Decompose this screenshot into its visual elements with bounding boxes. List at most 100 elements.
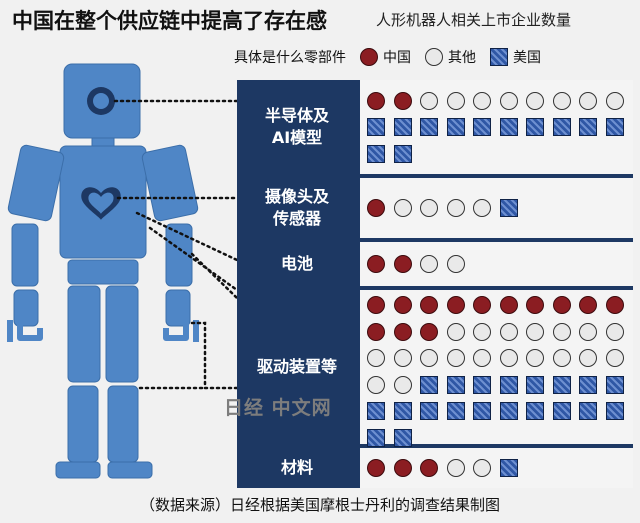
china-company-marker (367, 296, 385, 314)
other-company-marker (393, 349, 412, 367)
robot-right-foot (107, 461, 153, 479)
usa-company-marker (526, 118, 544, 136)
row-markers (360, 448, 633, 488)
robot-right-thigh (105, 285, 139, 383)
table-row: 电池 (237, 242, 633, 286)
usa-company-marker (367, 428, 385, 447)
robot-left-upper-arm (11, 223, 39, 287)
other-company-marker (473, 349, 491, 367)
china-company-marker (526, 296, 544, 314)
other-company-marker (579, 349, 597, 367)
table-row: 摄像头及 传感器 (237, 178, 633, 238)
chart-subtitle: 人形机器人相关上市企业数量 (376, 11, 572, 29)
china-company-marker (473, 296, 491, 314)
china-marker-icon (360, 48, 378, 66)
other-company-marker (473, 459, 491, 477)
other-company-marker (552, 349, 571, 367)
other-company-marker (446, 91, 465, 110)
other-company-marker (446, 199, 465, 217)
china-company-marker (579, 296, 597, 314)
china-company-marker (420, 296, 438, 314)
china-company-marker (367, 199, 385, 217)
usa-company-marker (579, 402, 597, 420)
usa-company-marker (579, 375, 597, 394)
chart-title: 中国在整个供应链中提高了存在感 (12, 9, 327, 33)
china-company-marker (393, 255, 412, 273)
usa-company-marker (499, 118, 518, 136)
usa-company-marker (552, 118, 571, 136)
other-company-marker (473, 322, 491, 341)
legend-item-usa: 美国 (490, 47, 541, 67)
row-markers (360, 242, 633, 286)
other-company-marker (420, 91, 438, 110)
other-company-marker (420, 255, 438, 273)
usa-company-marker (446, 375, 465, 394)
other-company-marker (367, 375, 385, 394)
other-company-marker (420, 199, 438, 217)
usa-company-marker (526, 402, 544, 420)
other-company-marker (446, 322, 465, 341)
robot-right-forearm (165, 289, 191, 327)
usa-company-marker (473, 118, 491, 136)
other-company-marker (605, 322, 624, 341)
usa-company-marker (579, 118, 597, 136)
china-company-marker (393, 322, 412, 341)
usa-company-marker (552, 375, 571, 394)
watermark-text: 日经 中文网 (224, 397, 332, 419)
china-company-marker (446, 296, 465, 314)
usa-company-marker (393, 144, 412, 163)
row-label: 驱动装置等 (256, 357, 337, 377)
china-company-marker (420, 322, 438, 341)
robot-left-forearm (13, 289, 39, 327)
row-markers (360, 290, 633, 447)
other-company-marker (579, 322, 597, 341)
other-company-marker (420, 349, 438, 367)
other-company-marker (473, 199, 491, 217)
usa-company-marker (367, 402, 385, 420)
china-company-marker (367, 459, 385, 477)
usa-company-marker (499, 375, 518, 394)
robot-right-shoulder (141, 144, 199, 222)
usa-company-marker (605, 402, 624, 420)
other-company-marker (499, 322, 518, 341)
other-company-marker (605, 349, 624, 367)
row-label: 材料 (280, 458, 313, 478)
legend-usa-label: 美国 (513, 50, 541, 66)
robot-left-shoulder (7, 144, 65, 222)
source-note: （数据来源）日经根据美国摩根士丹利的调查结果制图 (139, 496, 500, 514)
other-marker-icon (425, 48, 443, 66)
china-company-marker (605, 296, 624, 314)
robot-left-thigh (67, 285, 101, 383)
china-company-marker (552, 296, 571, 314)
robot-hip (67, 259, 139, 285)
connector-lines (113, 99, 239, 390)
other-company-marker (526, 322, 544, 341)
robot-left-hand (7, 320, 43, 342)
china-company-marker (420, 459, 438, 477)
china-company-marker (499, 296, 518, 314)
legend-item-china: 中国 (360, 47, 411, 67)
china-company-marker (367, 322, 385, 341)
usa-company-marker (473, 402, 491, 420)
table-row: 半导体及 AI模型 (237, 80, 633, 174)
other-company-marker (446, 255, 465, 273)
row-markers (360, 178, 633, 238)
other-company-marker (579, 91, 597, 110)
usa-company-marker (499, 459, 518, 477)
usa-company-marker (420, 375, 438, 394)
usa-company-marker (393, 402, 412, 420)
china-company-marker (367, 255, 385, 273)
row-markers (360, 80, 633, 174)
chart-table: 半导体及 AI模型摄像头及 传感器电池驱动装置等材料 (237, 80, 633, 488)
usa-company-marker (420, 118, 438, 136)
usa-company-marker (499, 402, 518, 420)
robot-right-hand (163, 320, 199, 342)
usa-company-marker (393, 118, 412, 136)
legend-item-other: 其他 (425, 47, 476, 67)
usa-company-marker (446, 118, 465, 136)
usa-company-marker (605, 375, 624, 394)
usa-company-marker (526, 375, 544, 394)
usa-marker-icon (490, 48, 508, 66)
usa-company-marker (499, 199, 518, 217)
legend-china-label: 中国 (383, 50, 411, 66)
